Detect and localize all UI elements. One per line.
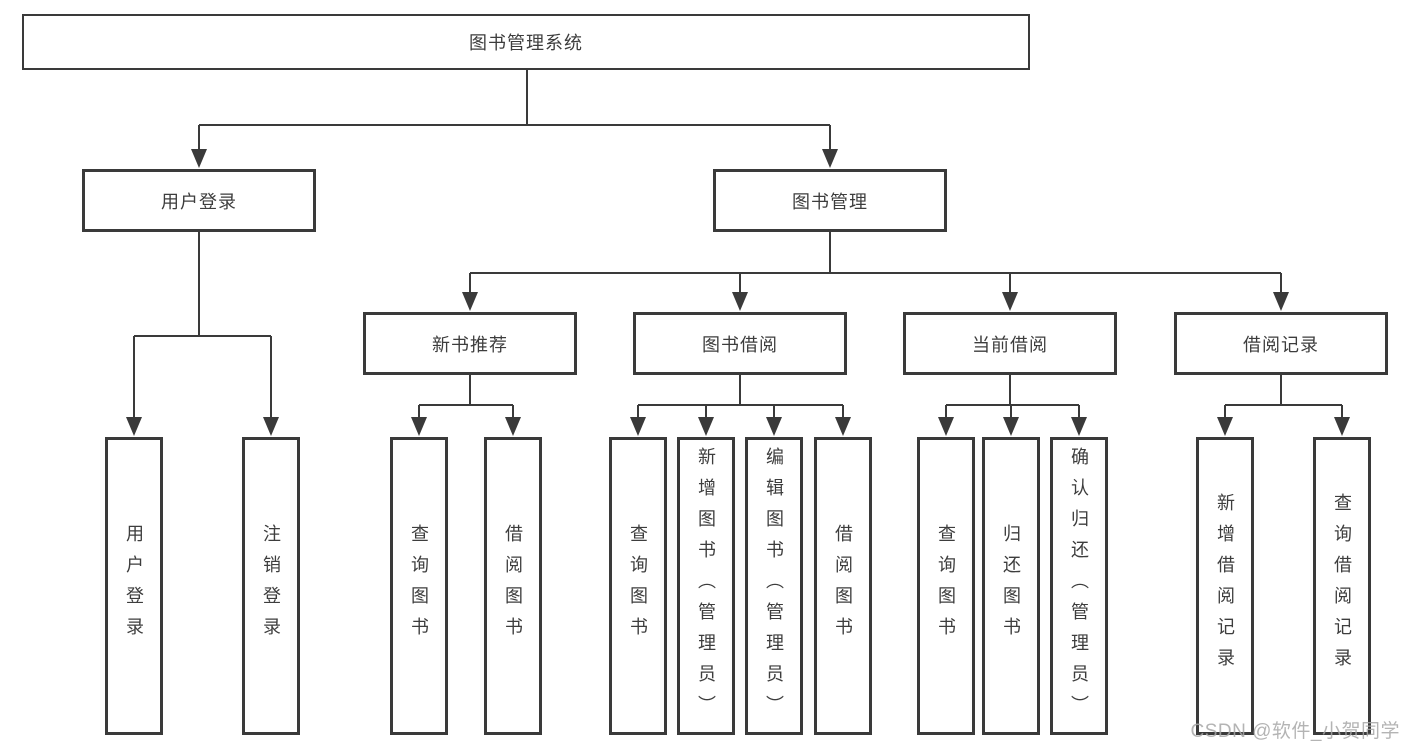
arrowhead-icon [938,417,954,436]
arrowhead-icon [766,417,782,436]
leaf-borrow-books-recommend: 借阅图书 [484,437,542,735]
leaf-return-books: 归还图书 [982,437,1040,735]
arrowhead-icon [732,292,748,311]
leaf-user-login: 用户登录 [105,437,163,735]
arrowhead-icon [835,417,851,436]
leaf-edit-books-admin: 编辑图书（管理员） [745,437,803,735]
current-borrow-branch-line [945,375,1080,418]
leaf-logout-login: 注销登录 [242,437,300,735]
arrowhead-icon [1334,417,1350,436]
node-label: 借阅图书 [503,524,523,648]
node-label: 查询借阅记录 [1332,493,1352,679]
node-current-borrow: 当前借阅 [903,312,1117,375]
node-label: 图书管理 [792,191,868,212]
arrowhead-icon [1003,417,1019,436]
new-book-recommend-branch-line [418,375,514,418]
leaf-confirm-return-admin: 确认归还（管理员） [1050,437,1108,735]
arrowhead-icon [411,417,427,436]
leaf-query-books-borrow: 查询图书 [609,437,667,735]
leaf-query-books-current: 查询图书 [917,437,975,735]
watermark: CSDN @软件_小贺同学 [1190,721,1400,742]
node-label: 确认归还（管理员） [1069,446,1089,726]
book-management-branch-line [469,232,1282,293]
connector-segments [133,70,1343,418]
arrowhead-icon [1217,417,1233,436]
node-label: 借阅记录 [1243,334,1319,355]
arrowhead-icon [630,417,646,436]
arrowhead-icon [462,292,478,311]
leaf-add-books-admin: 新增图书（管理员） [677,437,735,735]
node-label: 新增借阅记录 [1215,493,1235,679]
arrowhead-icon [1071,417,1087,436]
node-label: 归还图书 [1001,524,1021,648]
arrowhead-icon [822,149,838,168]
leaf-add-borrow-record: 新增借阅记录 [1196,437,1254,735]
leaf-query-books-recommend: 查询图书 [390,437,448,735]
arrowhead-icon [698,417,714,436]
node-label: 图书管理系统 [469,33,583,53]
node-label: 图书借阅 [702,334,778,355]
arrowhead-icon [263,417,279,436]
arrowhead-icon [126,417,142,436]
node-label: 借阅图书 [833,524,853,648]
node-new-book-recommend: 新书推荐 [363,312,577,375]
leaf-borrow-books-borrow: 借阅图书 [814,437,872,735]
arrowhead-icons [126,149,1350,436]
node-borrow-records: 借阅记录 [1174,312,1388,375]
node-library-management-system: 图书管理系统 [22,14,1030,70]
node-label: 当前借阅 [972,334,1048,355]
node-label: 新书推荐 [432,334,508,355]
node-label: 查询图书 [409,524,429,648]
node-label: 用户登录 [124,524,144,648]
node-label: 编辑图书（管理员） [764,446,784,726]
book-borrow-branch-line [637,375,844,418]
node-book-management: 图书管理 [713,169,947,232]
arrowhead-icon [505,417,521,436]
user-login-branch-line [133,232,272,418]
node-label: 注销登录 [261,524,281,648]
leaf-query-borrow-record: 查询借阅记录 [1313,437,1371,735]
root-branch-line [198,70,831,150]
node-book-borrow: 图书借阅 [633,312,847,375]
arrowhead-icon [191,149,207,168]
borrow-records-branch-line [1224,375,1343,418]
arrowhead-icon [1273,292,1289,311]
node-label: 用户登录 [161,191,237,212]
node-label: 查询图书 [628,524,648,648]
arrowhead-icon [1002,292,1018,311]
node-label: 查询图书 [936,524,956,648]
node-user-login: 用户登录 [82,169,316,232]
node-label: 新增图书（管理员） [696,446,716,726]
